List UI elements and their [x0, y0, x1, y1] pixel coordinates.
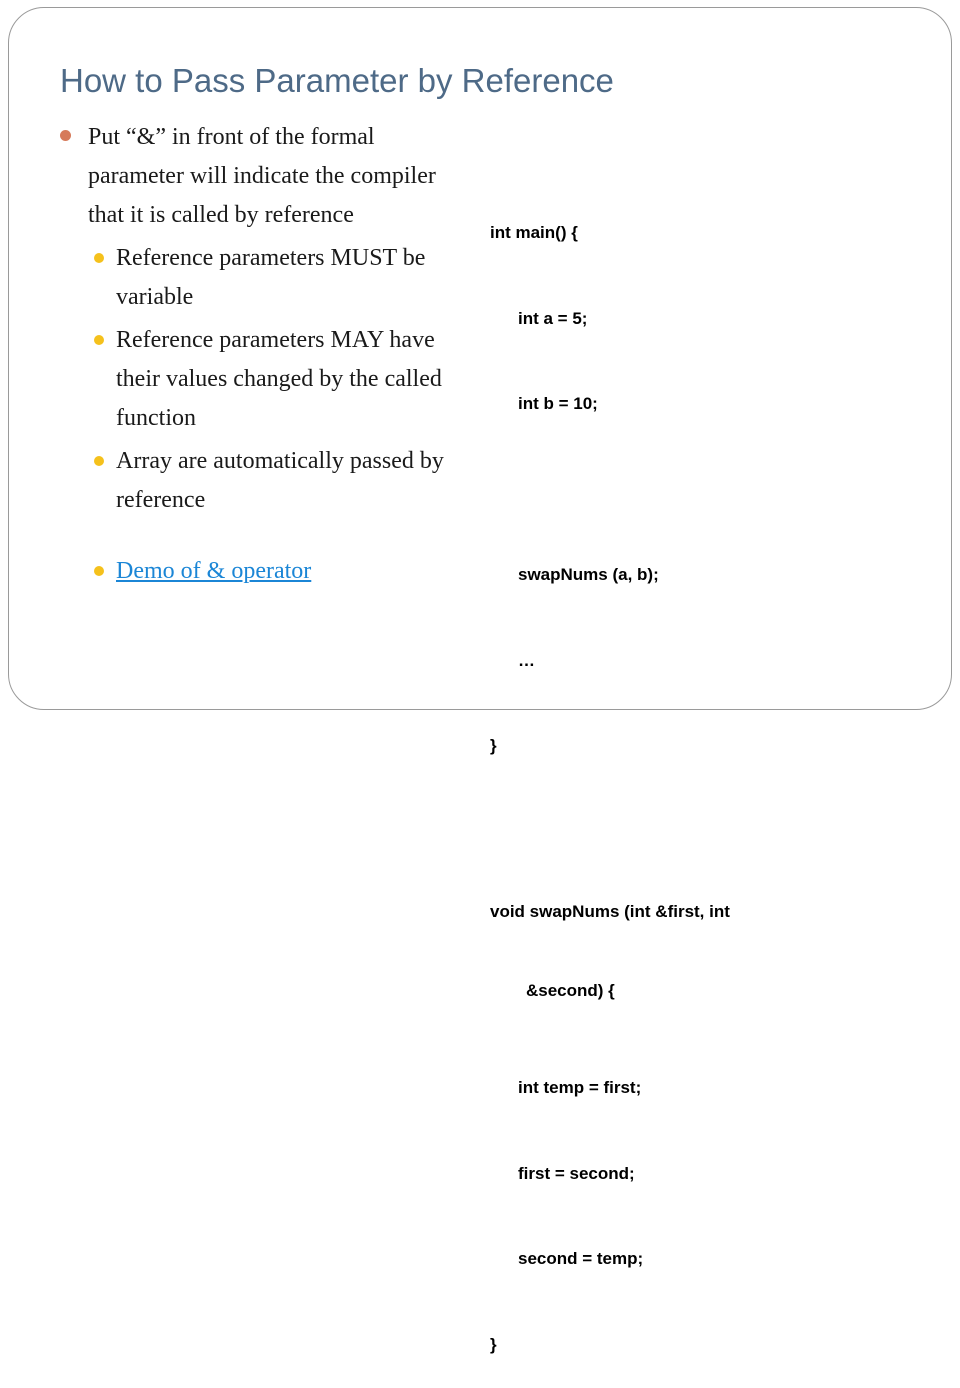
- code-line: first = second;: [518, 1163, 635, 1183]
- code-line: void swapNums (int &first, int: [490, 902, 730, 921]
- code-line: int a = 5;: [518, 308, 588, 328]
- code-line: second = temp;: [518, 1249, 644, 1268]
- slide-title: How to Pass Parameter by Reference: [60, 62, 614, 99]
- bullet-sub-must-be-variable: Reference parameters MUST be variable: [60, 239, 460, 317]
- code-line: swapNums (a, b);: [518, 565, 659, 584]
- code-line: }: [490, 1334, 497, 1354]
- bullet-sub-may-change: Reference parameters MAY have their valu…: [60, 321, 460, 438]
- slide-frame: [8, 7, 952, 710]
- code-line: }: [490, 736, 497, 755]
- demo-link[interactable]: Demo of & operator: [116, 558, 312, 584]
- code-line: &second) {: [526, 981, 615, 1000]
- code-line-blank: [490, 476, 730, 505]
- code-line: …: [518, 650, 535, 670]
- code-line-blank: [490, 818, 730, 847]
- bullet-sub-array-by-reference: Array are automatically passed by refere…: [60, 442, 460, 520]
- code-block: int main() { int a = 5; int b = 10; swap…: [490, 162, 730, 1388]
- code-line: int temp = first;: [518, 1078, 642, 1097]
- code-line: int b = 10;: [518, 394, 598, 413]
- bullet-list: Put “&” in front of the formal parameter…: [60, 118, 460, 591]
- code-line: int main() {: [490, 223, 578, 242]
- bullet-demo-link: Demo of & operator: [60, 552, 460, 591]
- bullet-main: Put “&” in front of the formal parameter…: [60, 118, 460, 235]
